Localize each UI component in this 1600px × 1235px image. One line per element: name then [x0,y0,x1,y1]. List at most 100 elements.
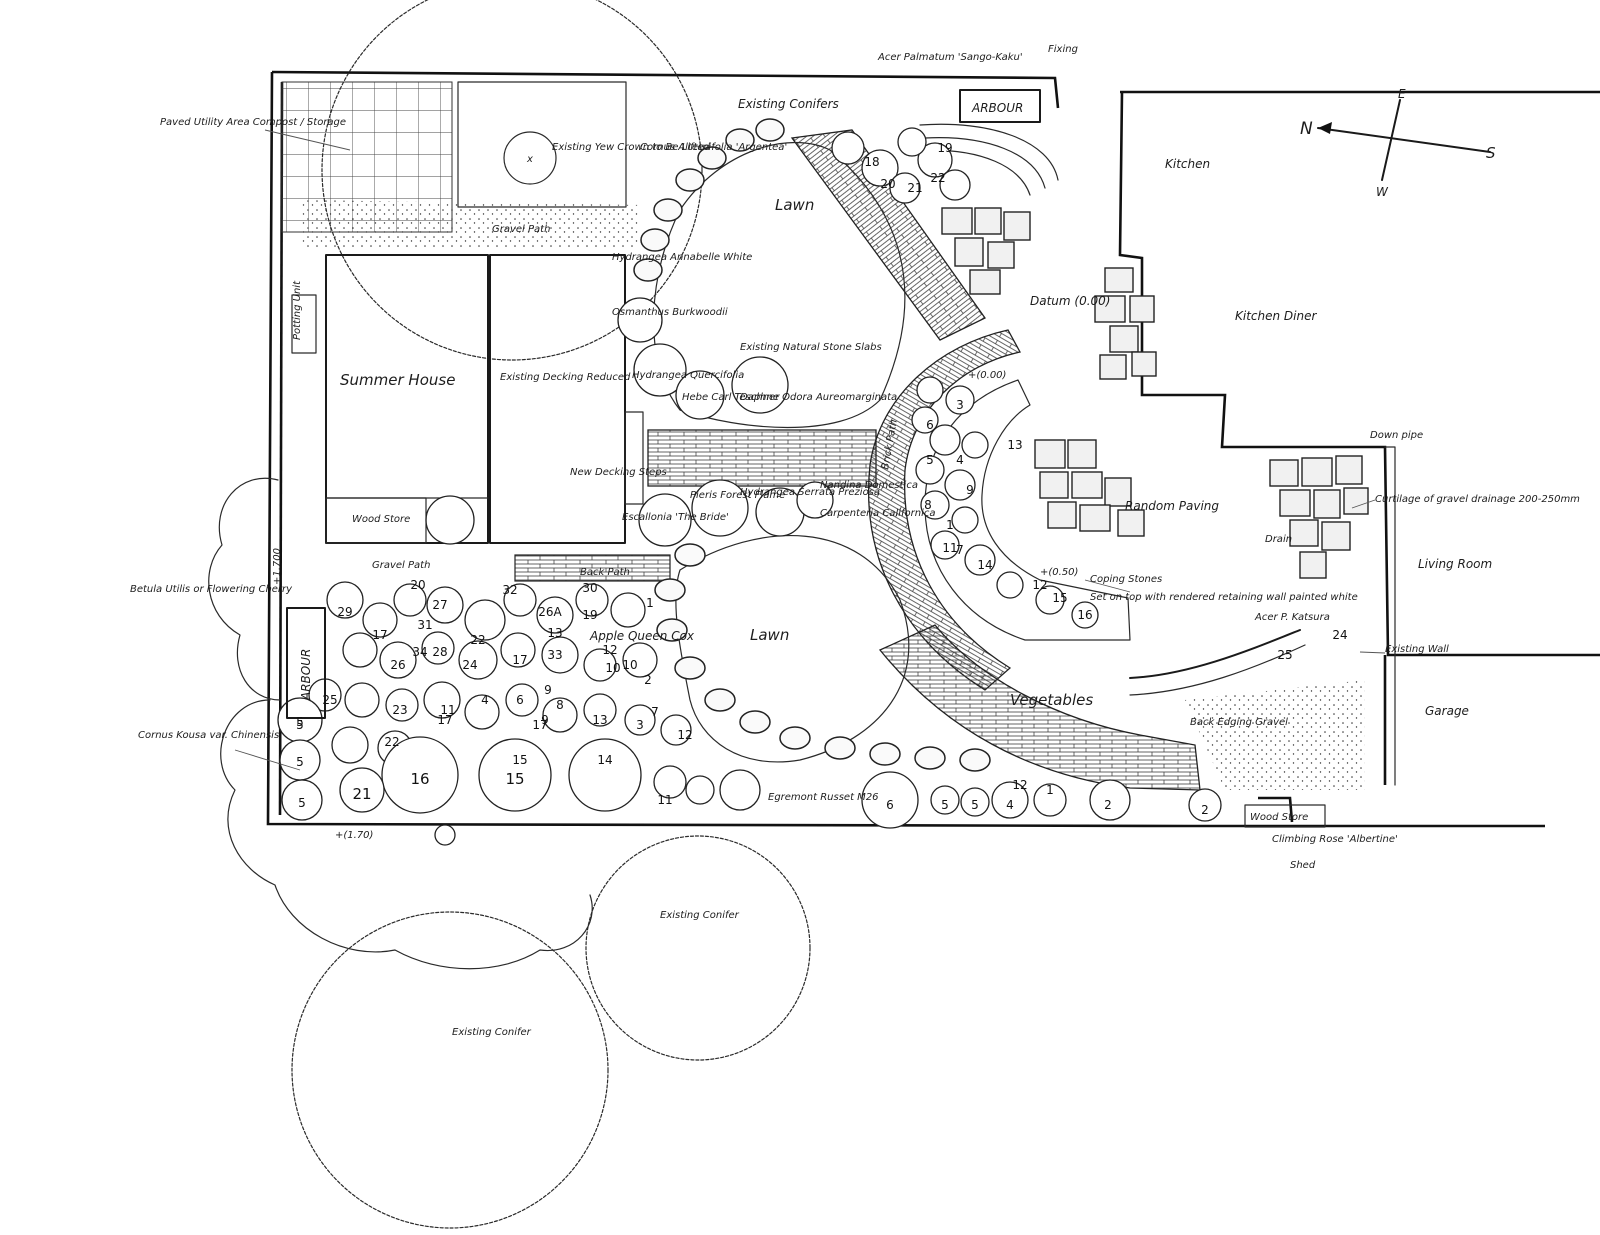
plant-number-bed-top-0: 18 [864,155,879,169]
label-level-b: +(1.70) [335,830,373,841]
label-vegetables: Vegetables [1010,691,1093,709]
plant-number-bed-crescent-3: 5 [926,453,934,467]
plant-number-bed-left-12: 25 [322,693,337,707]
plant-number-bed-crescent-5: 1 [946,518,954,532]
label-level-d: +(0.00) [968,370,1006,381]
plant-number-bed-crescent-13: 15 [1052,591,1067,605]
label-daphne: Daphne Odora Aureomarginata [740,392,897,403]
plant-number-bed-left-30: 31 [417,618,432,632]
label-escallonia: Escallonia 'The Bride' [622,512,729,523]
existing-conifer-canopy-a [585,835,811,1061]
label-pieris: Pieris Forest Flame [690,490,785,501]
plant-number-bed-left-10: 17 [372,628,387,642]
house-outline [1118,90,1600,823]
plant-number-bed-left-15: 8 [556,698,564,712]
shrub-cluster-left-lawn [617,297,834,547]
plant-number-bed-left-16: 6 [516,693,524,707]
plant-number-bed-left-23: 15 [512,753,527,767]
label-cornus-alternifolia: Cornus Alternifolia 'Argentea' [640,142,787,153]
plant-number-labels: 302026A131293326282217172512586941027341… [296,141,1347,817]
label-wood-store-bottom: Wood Store [1250,812,1308,823]
back-path [514,554,671,582]
plant-number-bed-left-17: 9 [541,713,549,727]
label-acer-palmatum: Acer Palmatum 'Sango-Kaku' [877,52,1023,63]
label-gravel-path-top: Gravel Path [492,224,550,235]
label-existing-decking: Existing Decking Reduced [500,372,631,383]
label-cornus-kousa: Cornus Kousa var. Chinensis [138,730,279,741]
plant-number-bed-left-29: 32 [502,583,517,597]
label-fixing: Fixing [1048,44,1078,55]
label-curtilage: Curtilage of gravel drainage 200-250mm [1375,494,1580,505]
crescent-brick-path [868,329,1201,791]
label-hydrangea-quercifolia: Hydrangea Quercifolia [632,370,744,381]
plant-number-bed-lower-0: 6 [886,798,894,812]
plant-number-bed-lower-7: 12 [1012,778,1027,792]
label-back-path: Back Path [580,567,630,578]
plant-number-bed-lower-1: 5 [941,798,949,812]
large-tree-canopy-betula [208,477,281,701]
arbour-top [959,89,1041,123]
plant-number-bed-bottom-9: 5 [296,715,304,729]
shrub-left-border [308,581,692,766]
plant-number-bed-left-0: 30 [582,581,597,595]
label-level-a: +1.700 [272,548,283,585]
plant-number-bed-left-11: 17 [512,653,527,667]
plant-number-bed-crescent-6: 7 [956,543,964,557]
plant-number-bed-left-18: 4 [481,693,489,707]
label-coping-stones: Coping Stones [1090,574,1162,585]
plant-number-bed-bottom-13: 11 [657,793,672,807]
label-random-paving: Random Paving [1125,499,1219,513]
plant-number-bed-left-31: 19 [582,608,597,622]
plant-number-bed-left-1: 20 [410,578,425,592]
leader-lines [234,129,1386,771]
plant-number-bed-lower-6: 2 [1201,803,1209,817]
label-garage: Garage [1425,704,1469,718]
label-back-gravel: Back Edging Gravel [1190,717,1288,728]
label-wood-store-left: Wood Store [352,514,410,525]
retaining-wall-arc [1129,629,1306,696]
shrub-left-outer [277,495,475,846]
plant-number-bed-crescent-10: 13 [1007,438,1022,452]
shrub-cluster-top [831,127,971,204]
label-hydrangea-serrata: Hydrangea Serrata Preziosa [740,487,880,498]
plant-number-bed-left-19: 10 [605,661,620,675]
plant-number-bed-left-5: 29 [337,605,352,619]
existing-conifer-canopy-top [321,0,703,361]
plant-number-bed-left-8: 28 [432,645,447,659]
plant-number-bed-bottom-3: 14 [597,753,612,767]
label-existing-yew: Existing Yew Crown to Be Lifted [552,142,711,153]
plant-number-bed-left-25: 2 [644,673,652,687]
stone-slab-path [647,429,877,487]
label-lawn-top: Lawn [775,196,814,214]
plant-number-bed-bottom-8: 22 [384,735,399,749]
plant-number-bed-lower-5: 2 [1104,798,1112,812]
compass-s: S [1486,144,1496,162]
plant-number-bed-right-1: 25 [1277,648,1292,662]
label-egremont: Egremont Russet M26 [768,792,879,803]
plant-number-bed-left-24: 3 [636,718,644,732]
back-gravel [1185,680,1365,790]
label-summer-house: Summer House [340,371,455,389]
compass-e: E [1398,87,1406,101]
label-down-pipe: Down pipe [1370,430,1423,441]
label-gardenia: Carpenteria Californica [820,508,936,519]
label-nandina: Nandina Domestica [820,480,918,491]
plant-number-bed-bottom-1: 16 [410,770,429,788]
gravel-path-top [300,200,640,248]
plant-number-bed-bottom-14: 12 [677,728,692,742]
label-shed: Shed [1290,860,1316,871]
random-paving-slabs [941,207,1369,579]
plant-number-bed-left-20: 27 [432,598,447,612]
plant-number-bed-lower-4: 1 [1046,783,1054,797]
label-hebe-carl: Hebe Carl Teschner [682,392,780,403]
plant-number-bed-left-7: 26 [390,658,405,672]
plant-number-bed-crescent-2: 6 [926,418,934,432]
plant-number-bed-bottom-12: 10 [622,658,637,672]
plant-number-bed-left-28: 24 [462,658,477,672]
label-kitchen-diner: Kitchen Diner [1235,309,1317,323]
plant-number-bed-crescent-7: 9 [966,483,974,497]
text-labels: Paved Utility Area Compost / Storage Exi… [130,44,1580,1038]
plant-number-bed-top-3: 22 [930,171,945,185]
label-acer-katsura: Acer P. Katsura [1254,612,1330,623]
